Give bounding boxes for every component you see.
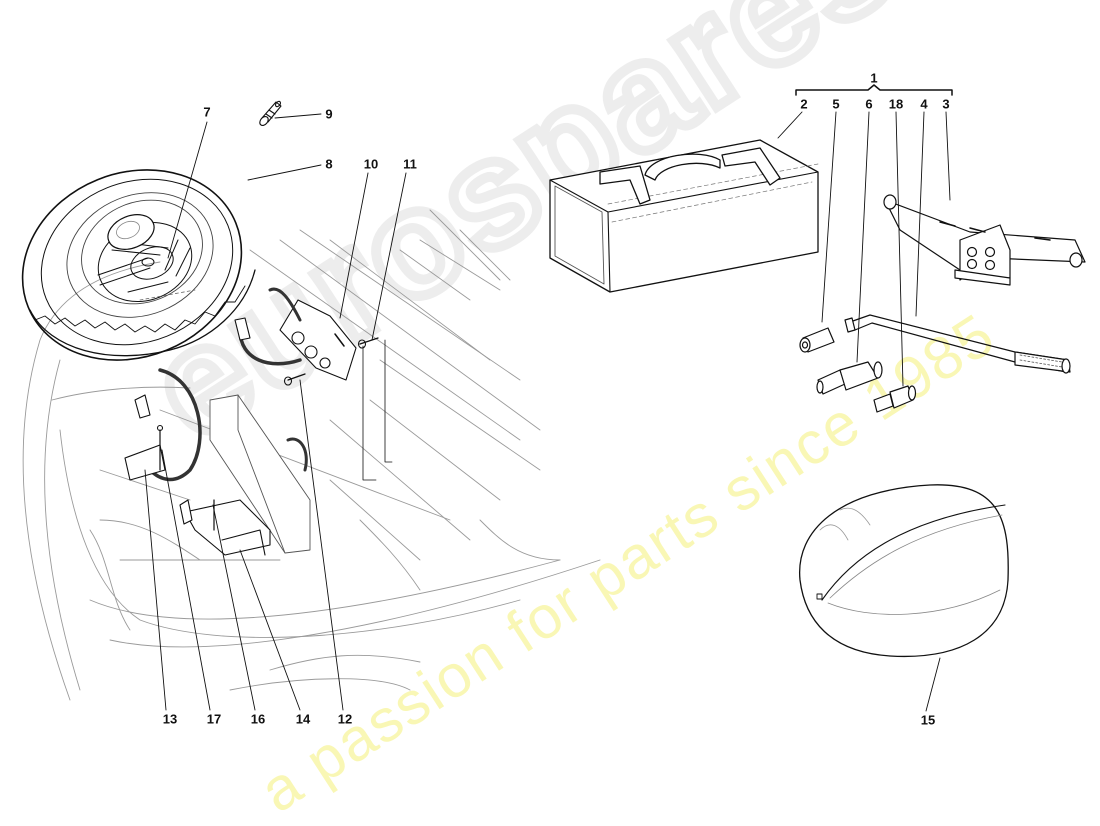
callout-17[interactable]: 17 [206, 711, 222, 727]
leader-line-17 [161, 449, 211, 711]
leader-line-10 [339, 172, 369, 319]
callout-2[interactable]: 2 [800, 96, 808, 112]
callout-1[interactable]: 1 [870, 70, 878, 86]
wheel-clamp-bracket-drawing [234, 287, 393, 481]
callout-14[interactable]: 14 [295, 711, 311, 727]
leader-line-6 [856, 111, 870, 363]
callout-7[interactable]: 7 [203, 104, 211, 120]
callout-3[interactable]: 3 [942, 96, 950, 112]
wheel-cover-bag-drawing [799, 484, 1009, 658]
battery-box-drawing [209, 394, 311, 554]
callout-15[interactable]: 15 [920, 712, 936, 728]
tool-bag-drawing [549, 139, 819, 293]
trunk-outline [22, 209, 601, 701]
leader-line-8 [247, 164, 322, 181]
leader-line-13 [144, 469, 167, 711]
leader-line-5 [821, 111, 837, 323]
parts-diagram-canvas: eurospares a passion for parts since 198… [21, 0, 1086, 825]
callout-11[interactable]: 11 [403, 156, 417, 172]
spare-wheel-drawing [21, 169, 256, 361]
leader-line-16 [212, 504, 256, 711]
leader-line-3 [945, 111, 951, 201]
callout-10[interactable]: 10 [363, 156, 379, 172]
leader-line-2 [777, 111, 803, 139]
leader-line-14 [239, 549, 301, 711]
leader-line-12 [299, 379, 344, 711]
support-bracket-drawing [179, 499, 271, 556]
group-bracket-1 [795, 84, 953, 96]
callout-6[interactable]: 6 [865, 96, 873, 112]
callout-18[interactable]: 18 [888, 96, 904, 112]
callout-8[interactable]: 8 [325, 156, 333, 172]
leader-line-9 [274, 113, 322, 119]
small-tools-drawing [799, 327, 917, 413]
leader-line-7 [167, 121, 208, 259]
leader-lines [144, 111, 951, 712]
leader-line-15 [925, 657, 941, 712]
strap-bracket-drawing [124, 368, 202, 482]
callout-4[interactable]: 4 [920, 96, 928, 112]
scissor-jack-drawing [883, 194, 1086, 286]
leader-line-4 [915, 111, 925, 317]
leader-line-18 [895, 111, 904, 387]
callout-12[interactable]: 12 [337, 711, 353, 727]
leader-line-11 [371, 172, 407, 341]
tyre-valve-drawing [259, 100, 282, 126]
jack-handle-drawing [844, 314, 1071, 374]
callout-5[interactable]: 5 [832, 96, 840, 112]
callout-13[interactable]: 13 [162, 711, 178, 727]
callout-16[interactable]: 16 [250, 711, 266, 727]
technical-drawing [21, 84, 1086, 712]
callout-9[interactable]: 9 [325, 106, 333, 122]
